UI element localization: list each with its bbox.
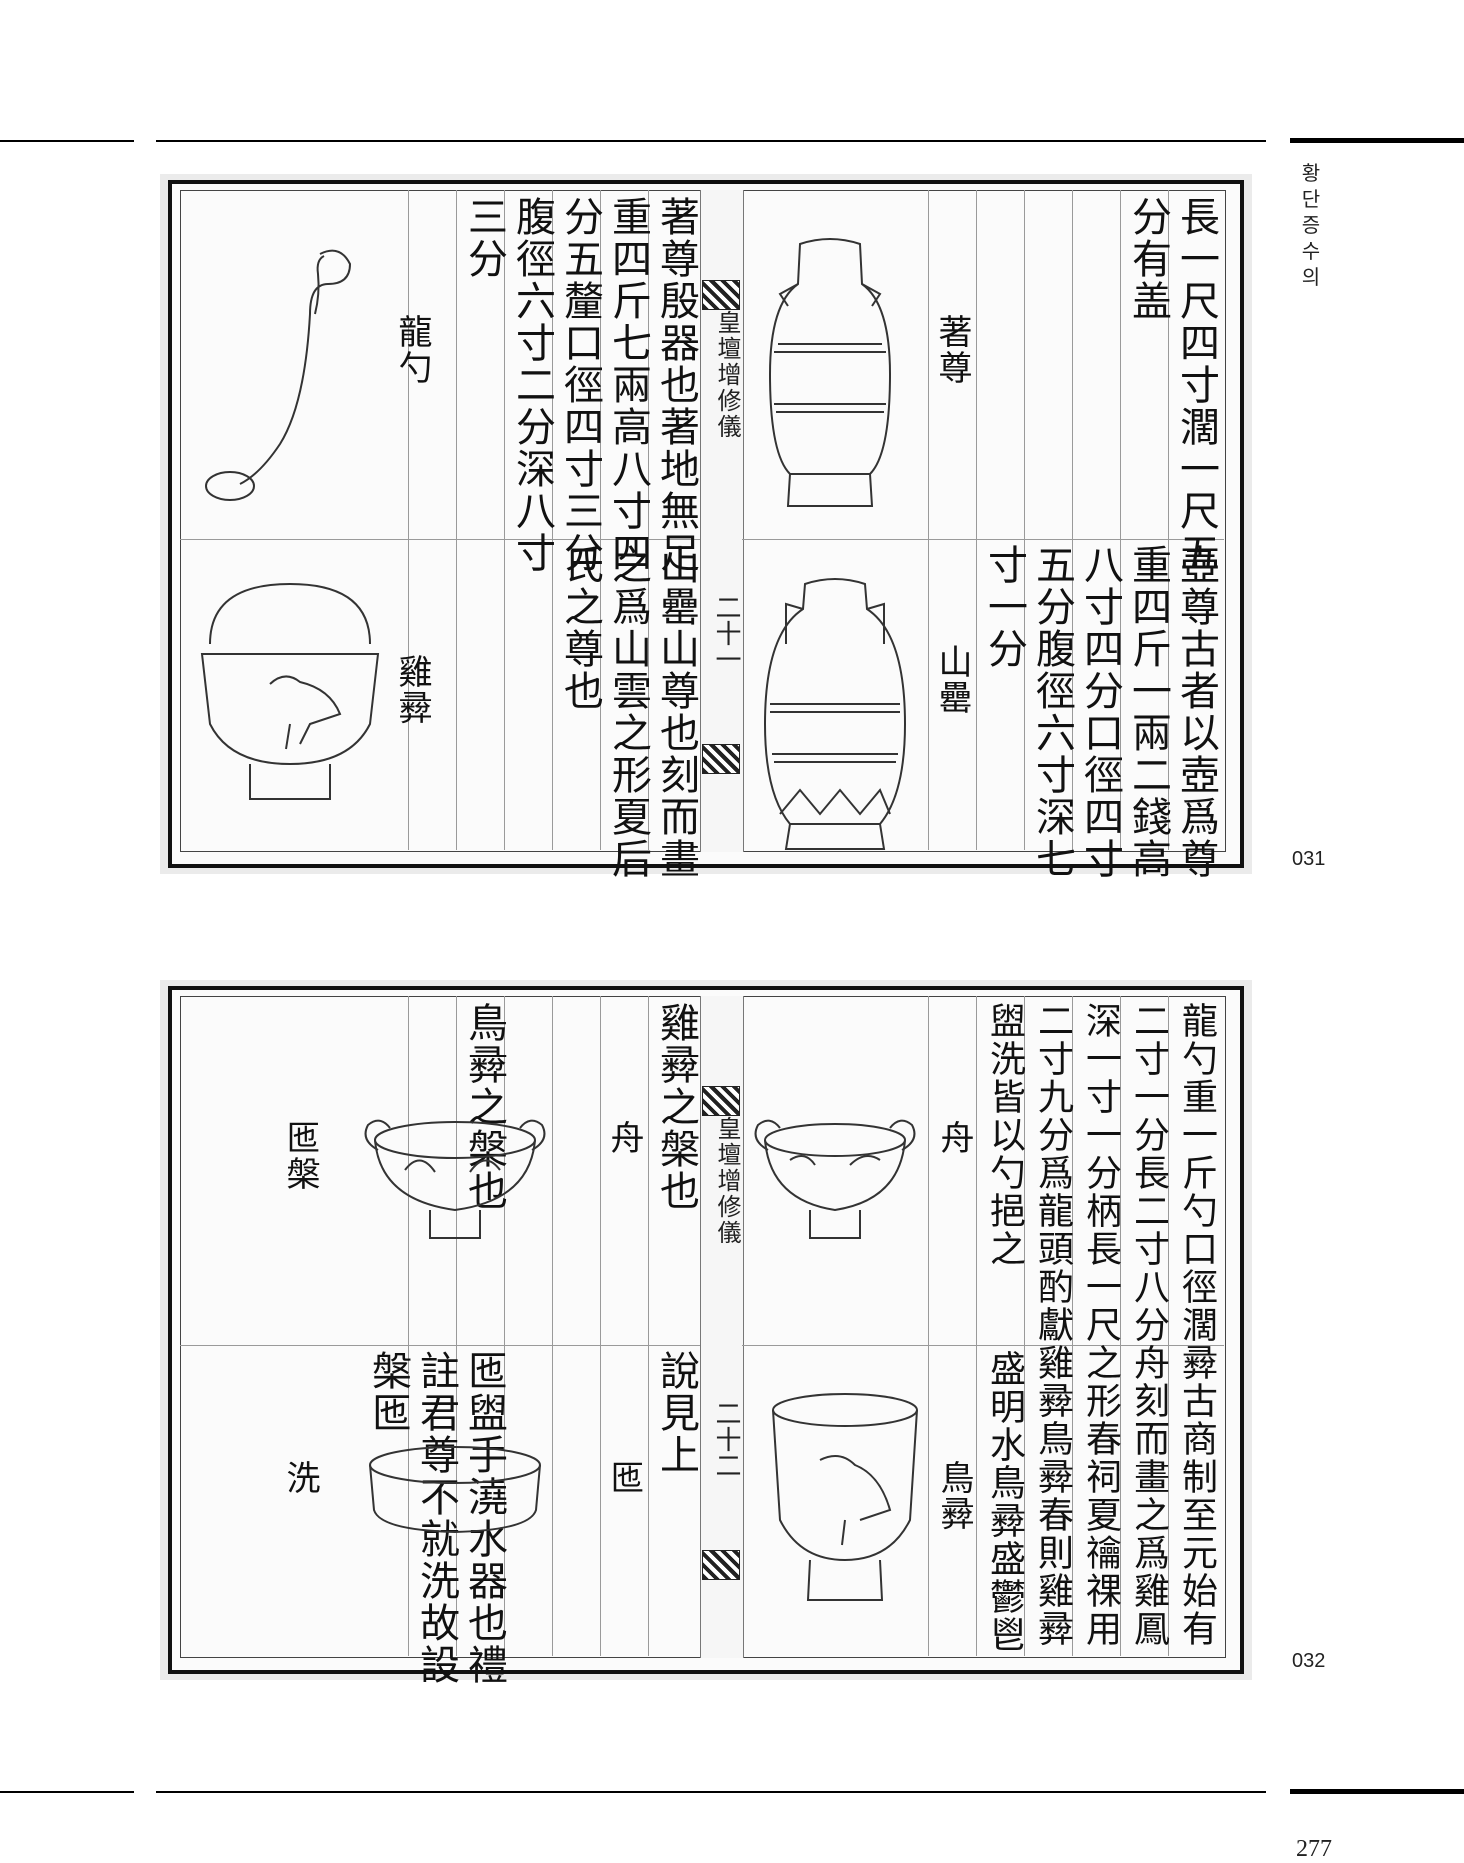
- text-column: 匜盥手澆水器也禮: [461, 1350, 507, 1686]
- vessel-label-niaoyi: 鳥彛: [934, 1460, 974, 1532]
- vessel-label-longshao: 龍勺: [392, 314, 432, 386]
- text-column: 長一尺四寸濶一尺五: [1173, 196, 1219, 574]
- fold-ornament-bottom: [702, 744, 740, 774]
- vessel-label-shanlei: 山罍: [932, 644, 972, 716]
- column-rule: [504, 190, 505, 850]
- column-rule: [504, 996, 505, 1656]
- running-title-char: 황: [1301, 161, 1321, 185]
- column-rule: [1168, 996, 1169, 1656]
- column-rule: [976, 190, 977, 850]
- text-column: 寸一分: [981, 544, 1027, 670]
- text-column: 槃匜: [365, 1350, 411, 1434]
- footer-rule: [156, 1791, 1266, 1793]
- text-column: 分五釐口徑四寸三分: [557, 196, 603, 574]
- column-rule: [408, 190, 409, 850]
- plate-number-031: 031: [1292, 848, 1326, 870]
- column-rule: [1024, 996, 1025, 1656]
- running-title-char: 의: [1301, 265, 1321, 289]
- text-column: 分有盖: [1125, 196, 1171, 322]
- column-rule: [1024, 190, 1025, 850]
- zhuzun-vessel-drawing: [768, 238, 892, 507]
- text-column: 著尊殷器也著地無足: [653, 196, 699, 574]
- zhou-dish-drawing: [754, 1119, 916, 1239]
- column-rule: [928, 190, 929, 850]
- text-column: 之爲山雲之形夏后: [605, 544, 651, 880]
- column-rule: [1072, 190, 1073, 850]
- column-rule: [552, 996, 553, 1656]
- text-column: 重四斤七兩高八寸四: [605, 196, 651, 574]
- column-rule: [456, 190, 457, 850]
- column-rule: [1168, 190, 1169, 850]
- fold-ornament-top: [702, 1086, 740, 1116]
- text-column: 二寸九分爲龍頭酌獻雞彛鳥彛春則雞彛: [1032, 1002, 1073, 1648]
- row-divider-right: [742, 1345, 1224, 1346]
- fold-title: 皇壇增修儀: [713, 1116, 741, 1246]
- footer-rule-left: [0, 1791, 134, 1793]
- fold-ornament-top: [702, 280, 740, 310]
- text-column: 盥洗皆以勺挹之: [984, 1002, 1025, 1268]
- column-rule: [600, 996, 601, 1656]
- text-column: 壺尊古者以壺爲尊: [1173, 544, 1219, 880]
- longshao-ladle-drawing: [205, 249, 352, 501]
- vessel-label-zhuzun: 著尊: [932, 314, 972, 386]
- vessel-label-yipan: 匜槃: [280, 1120, 320, 1192]
- column-rule: [1072, 996, 1073, 1656]
- jiyi-vessel-drawing: [200, 582, 380, 800]
- vessel-label-jiyi: 雞彛: [392, 654, 432, 726]
- yi-basin-drawing: [369, 1446, 541, 1534]
- column-rule: [976, 996, 977, 1656]
- vessel-label-zhou: 舟: [934, 1120, 974, 1156]
- column-rule: [408, 996, 409, 1656]
- text-column: 氏之尊也: [557, 544, 603, 712]
- column-rule: [600, 190, 601, 850]
- row-divider-left: [180, 539, 700, 540]
- running-title: 황 단 증 수 의: [1296, 160, 1326, 290]
- fold-number: 二十二: [711, 1400, 741, 1478]
- column-rule: [648, 190, 649, 850]
- column-rule: [552, 190, 553, 850]
- plate-031: 皇壇增修儀 二十一 長一尺四寸濶一尺五 分有盖 著尊 壺尊古者以壺爲尊 重四斤一…: [160, 174, 1252, 880]
- text-column: 三分: [461, 196, 507, 280]
- text-column: 深一寸一分柄長一尺之形春祠夏禴祼用: [1080, 1002, 1121, 1648]
- vessel-label-yi: 匜: [604, 1460, 644, 1496]
- column-rule: [928, 996, 929, 1656]
- plate-032: 皇壇增修儀 二十二 龍勺重一斤勺口徑濶彛古商制至元始有 二寸一分長二寸八分舟刻而…: [160, 980, 1252, 1686]
- row-divider-left: [180, 1345, 700, 1346]
- fold-number: 二十一: [711, 594, 741, 672]
- header-rule-left: [0, 140, 134, 142]
- text-column: 二寸一分長二寸八分舟刻而畫之爲雞鳳: [1128, 1002, 1169, 1648]
- text-column: 盛明水鳥彛盛鬱鬯: [984, 1350, 1025, 1654]
- text-column: 說見上: [653, 1350, 699, 1476]
- column-rule: [1120, 996, 1121, 1656]
- text-column: 腹徑六寸二分深八寸: [509, 196, 555, 574]
- column-rule: [456, 996, 457, 1656]
- text-column: 註君尊不就洗故設: [413, 1350, 459, 1686]
- shanlei-vessel-drawing: [763, 578, 907, 850]
- vessel-label-xi: 洗: [280, 1460, 320, 1496]
- niaoyi-vessel-drawing: [772, 1393, 918, 1601]
- column-rule: [1120, 190, 1121, 850]
- footer-rule-thick: [1290, 1789, 1464, 1794]
- running-title-char: 증: [1301, 213, 1321, 237]
- text-column: 重四斤一兩二錢高: [1125, 544, 1171, 880]
- header-rule-thick: [1290, 138, 1464, 143]
- fold-ornament-bottom: [702, 1550, 740, 1580]
- fold-title: 皇壇增修儀: [713, 310, 741, 440]
- row-divider-right: [742, 539, 1224, 540]
- running-title-char: 수: [1301, 239, 1321, 263]
- text-column: 八寸四分口徑四寸: [1077, 544, 1123, 880]
- running-title-char: 단: [1301, 187, 1321, 211]
- page-number: 277: [1296, 1836, 1332, 1862]
- vessel-label-zhou-left: 舟: [604, 1120, 644, 1156]
- header-rule: [156, 140, 1266, 142]
- text-column: 龍勺重一斤勺口徑濶彛古商制至元始有: [1176, 1002, 1217, 1648]
- text-column: 山罍山尊也刻而畫: [653, 544, 699, 880]
- column-rule: [648, 996, 649, 1656]
- text-column: 雞彛之槃也: [653, 1002, 699, 1212]
- text-column: 五分腹徑六寸深七: [1029, 544, 1075, 880]
- plate-number-032: 032: [1292, 1650, 1326, 1672]
- niaoyi-pan-drawing: [364, 1119, 546, 1239]
- text-column: 鳥彛之槃也: [461, 1002, 507, 1212]
